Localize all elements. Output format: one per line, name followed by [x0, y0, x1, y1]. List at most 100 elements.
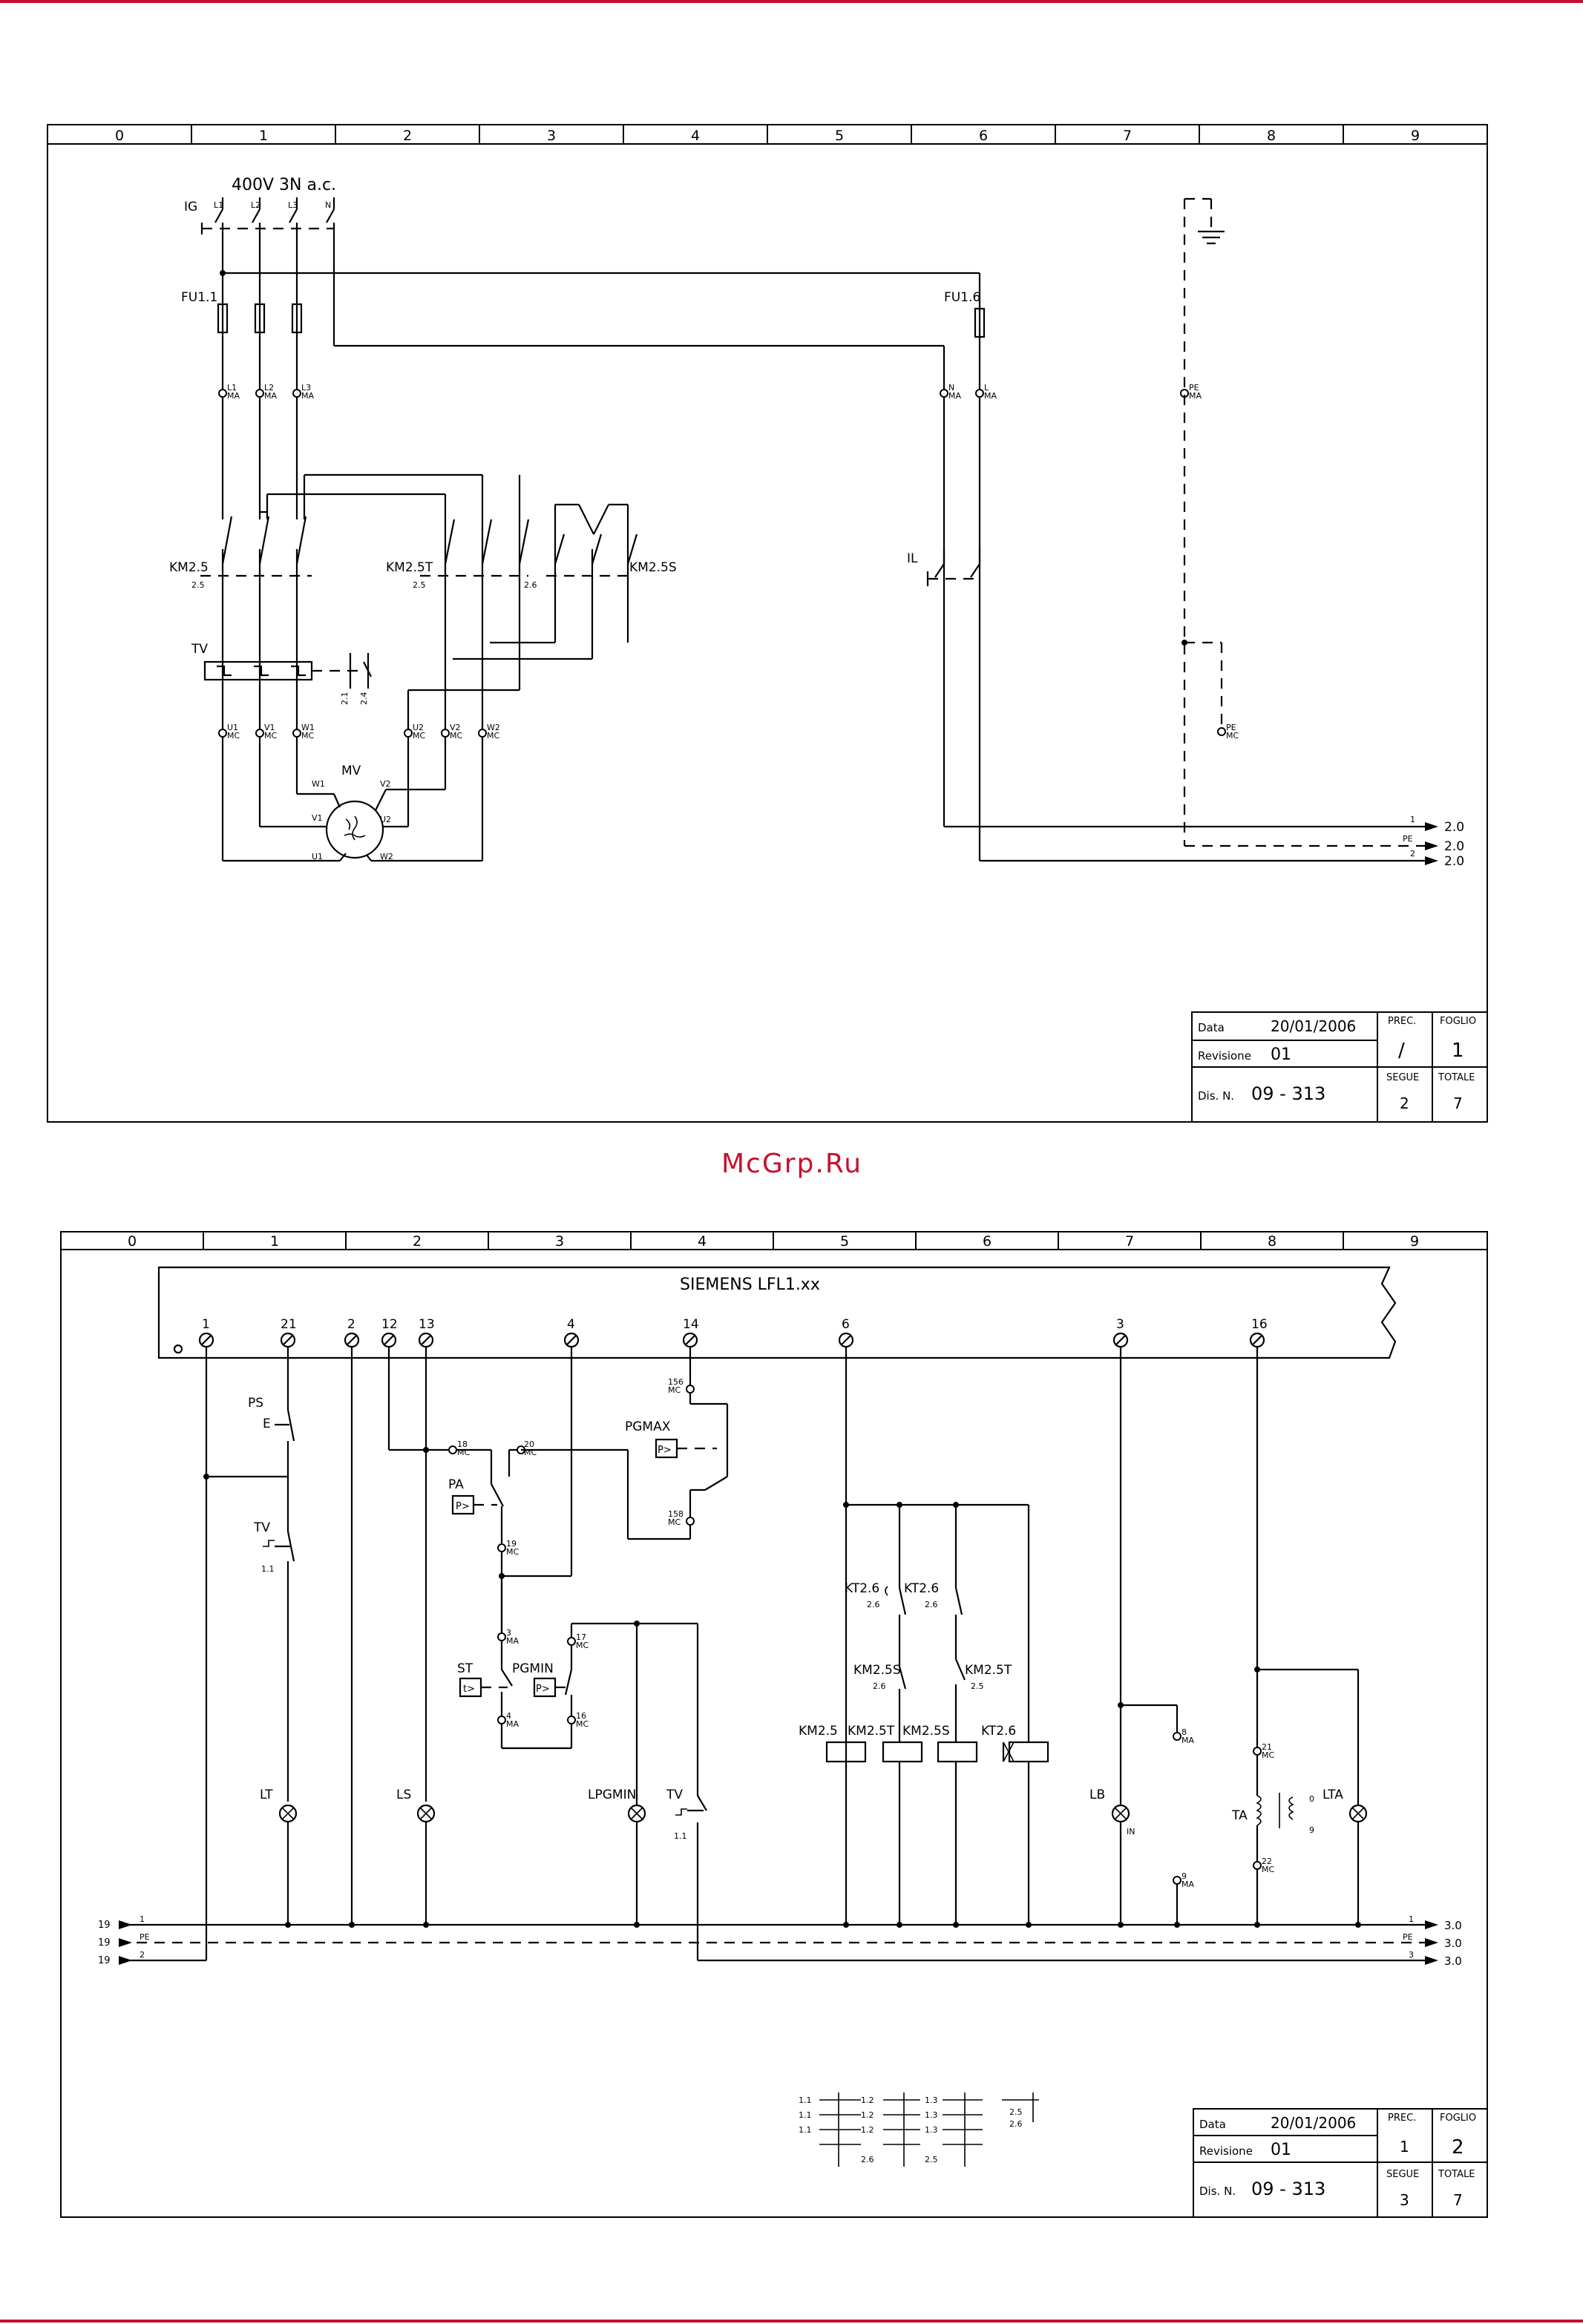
output-ref: 2.0	[1444, 820, 1464, 835]
winding-label: V2	[380, 779, 391, 789]
tb-dis: 09 - 313	[1251, 2179, 1325, 2199]
controller-terminals	[198, 1332, 1265, 1348]
tv2-label: TV	[666, 1788, 683, 1802]
title-block-2	[1193, 2108, 1488, 2218]
winding-label: U2	[380, 815, 391, 824]
supply-label: 400V 3N a.c.	[232, 176, 336, 194]
tb-foglio-label: FOGLIO	[1440, 2113, 1476, 2124]
ref-label: 2.6	[925, 1600, 938, 1609]
ta-tag: 0	[1309, 1794, 1314, 1804]
zone-label: 6	[979, 128, 988, 144]
contact-ref: 1.2	[861, 2110, 874, 2120]
contact-ref: 2.6	[1009, 2119, 1023, 2129]
contact-ref: 1.3	[925, 2095, 938, 2105]
output-wire: 1	[1409, 1914, 1414, 1924]
switch-il	[926, 549, 981, 586]
controller-terminal-label: 21	[281, 1317, 297, 1332]
fuse-l1	[217, 303, 229, 334]
ref-label: 2.6	[524, 580, 537, 590]
coil-label: KM2.5T	[848, 1724, 895, 1739]
ls-label: LS	[396, 1788, 411, 1802]
motor-label: MV	[341, 764, 361, 778]
contactor-km25t-label: KM2.5T	[386, 560, 433, 575]
tb-dis: 09 - 313	[1251, 1083, 1325, 1104]
watermark: McGrp.Ru	[721, 1149, 862, 1179]
output-wire: 2	[1410, 849, 1415, 859]
output-wire: PE	[1403, 834, 1413, 844]
zone-label: 2	[403, 128, 412, 144]
controller-terminal-label: 1	[202, 1317, 210, 1332]
protective-earth	[1181, 197, 1425, 847]
winding-label: W2	[380, 852, 393, 861]
thermal-ref: 2.1	[340, 692, 350, 706]
sheet1-outputs	[944, 822, 1438, 865]
ref-label: 2.6	[873, 1681, 886, 1691]
contactor-km25t	[260, 473, 530, 790]
coil-label: KT2.6	[981, 1724, 1016, 1739]
tb-foglio: 2	[1452, 2136, 1464, 2159]
tb-dis-label: Dis. N.	[1198, 1089, 1234, 1103]
controller-terminal-label: 14	[683, 1317, 699, 1332]
tb-data-label: Data	[1198, 1021, 1225, 1034]
lt-label: LT	[260, 1788, 273, 1802]
zone-label: 9	[1411, 128, 1420, 144]
pgmin-label: PGMIN	[512, 1661, 554, 1676]
lb-label: LB	[1089, 1788, 1105, 1802]
tb-rev-label: Revisione	[1199, 2144, 1253, 2158]
tb-data: 20/01/2006	[1271, 1017, 1356, 1035]
tb-rev: 01	[1271, 2141, 1291, 2159]
contact-ref: 1.3	[925, 2125, 938, 2135]
lb-in-label: IN	[1127, 1827, 1135, 1836]
output-ref: 2.0	[1444, 854, 1464, 869]
zone-label: 6	[983, 1233, 992, 1250]
thermal-label: TV	[191, 642, 208, 657]
contact-reference-table	[819, 2092, 1039, 2167]
fuse-aux-label: FU1.6	[944, 290, 980, 305]
zone-label: 1	[270, 1233, 279, 1250]
coil-label: KM2.5S	[902, 1724, 950, 1739]
zone-label: 7	[1123, 128, 1132, 144]
tb-rev: 01	[1271, 1046, 1291, 1064]
phase-label: N	[325, 200, 331, 210]
contactor-km25-label: KM2.5	[169, 560, 209, 575]
pgmax-label: PGMAX	[625, 1419, 671, 1434]
main-switch-label: IG	[184, 200, 197, 214]
zone-label: 7	[1125, 1233, 1134, 1250]
contactor-km25s-label: KM2.5S	[629, 560, 677, 575]
contact-ref: 1.1	[799, 2110, 812, 2120]
lpgmin-label: LPGMIN	[588, 1788, 636, 1802]
zone-ruler-1: 0 1 2 3 4 5 6 7 8 9	[115, 125, 1420, 144]
fuse-l2	[254, 303, 266, 334]
phase-label: L1	[214, 200, 223, 210]
coil-label: KM2.5	[799, 1724, 838, 1739]
phase-label: L2	[251, 200, 260, 210]
input-wire: 2	[140, 1950, 145, 1960]
ps-e-label: E	[263, 1417, 271, 1431]
ta-label: TA	[1231, 1808, 1248, 1823]
tb-segue-label: SEGUE	[1386, 1072, 1419, 1083]
controller-box	[157, 1266, 1397, 1359]
zone-ruler-2: 0 1 2 3 4 5 6 7 8 9	[128, 1232, 1419, 1250]
bus-lines	[119, 1920, 1438, 1965]
zone-label: 0	[115, 128, 124, 144]
tb-totale: 7	[1453, 2191, 1463, 2209]
controller-terminal-label: 13	[419, 1317, 435, 1332]
winding-label: W1	[312, 779, 325, 789]
pa-label: PA	[448, 1477, 464, 1492]
tv2-ref: 1.1	[674, 1831, 687, 1841]
tb-segue-label: SEGUE	[1386, 2169, 1419, 2180]
tb-prec: 1	[1400, 2138, 1409, 2156]
output-ref: 3.0	[1444, 1919, 1462, 1932]
